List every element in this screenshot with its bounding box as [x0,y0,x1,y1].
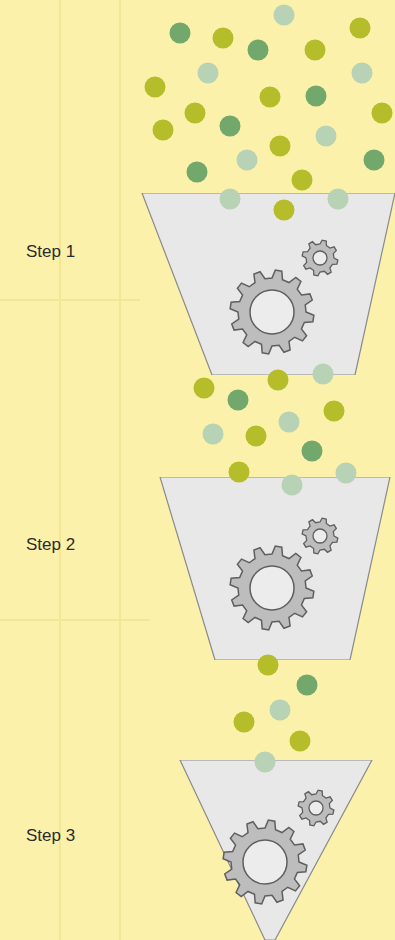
data-dot [279,412,300,433]
gear-icon [302,240,338,276]
funnel-outline [160,477,390,660]
data-dot [187,162,208,183]
data-dot [228,390,249,411]
data-dot [292,170,313,191]
funnel-stage: Step 2 [0,477,395,660]
step-label: Step 3 [26,826,75,846]
gear-icon [230,546,314,630]
data-dot [246,426,267,447]
data-dot [306,86,327,107]
data-dot [372,103,393,124]
data-dot [316,126,337,147]
gear-icon [298,790,334,826]
data-dot [290,731,311,752]
data-dot [194,378,215,399]
data-dot [198,63,219,84]
funnel-stage: Step 1 [0,193,395,375]
step-label: Step 2 [26,535,75,555]
data-dot [213,28,234,49]
data-dot [260,87,281,108]
data-dot [352,63,373,84]
funnel-outline [142,193,395,375]
step-label: Step 1 [26,242,75,262]
data-dot [305,40,326,61]
funnel-shape [0,760,395,940]
data-dot [248,40,269,61]
data-dot [145,77,166,98]
data-dot [153,120,174,141]
data-dot [270,700,291,721]
funnel-shape [0,193,395,375]
data-dot [302,441,323,462]
funnel-stage: Step 3 [0,760,395,940]
gear-icon [223,820,307,904]
data-dot [350,18,371,39]
funnel-outline [180,760,372,940]
data-dot [364,150,385,171]
data-dot [220,116,241,137]
data-dot [270,136,291,157]
data-dot [234,712,255,733]
gear-icon [302,518,338,554]
data-dot [324,401,345,422]
data-dot [274,5,295,26]
gear-icon [230,270,314,354]
data-dot [170,23,191,44]
building-texture [0,0,150,940]
data-dot [185,103,206,124]
data-dot [297,675,318,696]
data-dot [203,424,224,445]
data-dot [237,150,258,171]
funnel-shape [0,477,395,660]
